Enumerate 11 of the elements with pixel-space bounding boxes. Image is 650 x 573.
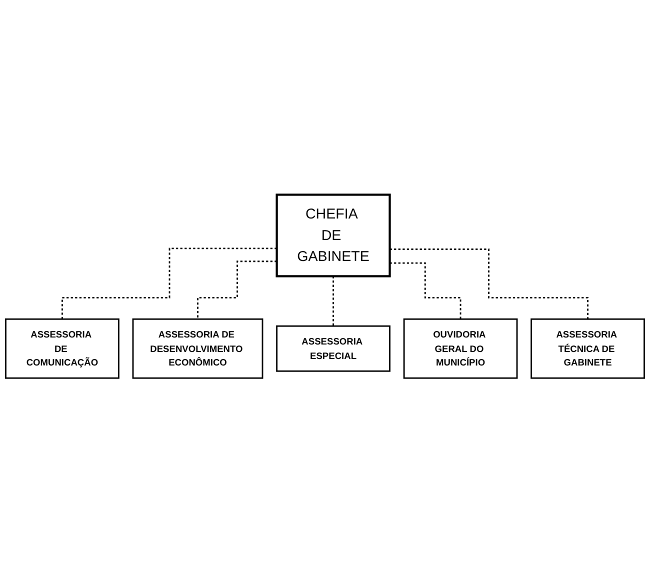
node-box: ASSESSORIA TÉCNICA DE GABINETE [530,318,645,379]
node-box: ASSESSORIA DE DESENVOLVIMENTO ECONÔMICO [132,318,264,379]
connector [197,260,277,320]
connector [62,248,277,320]
node-box: OUVIDORIA GERAL DO MUNICÍPIO [403,318,518,379]
node-box: ASSESSORIA ESPECIAL [276,325,390,372]
node-box: CHEFIA DE GABINETE [276,194,391,278]
connector [390,262,462,320]
node-box: ASSESSORIA DE COMUNICAÇÃO [5,318,120,379]
connector [332,276,334,327]
connector [390,248,588,320]
